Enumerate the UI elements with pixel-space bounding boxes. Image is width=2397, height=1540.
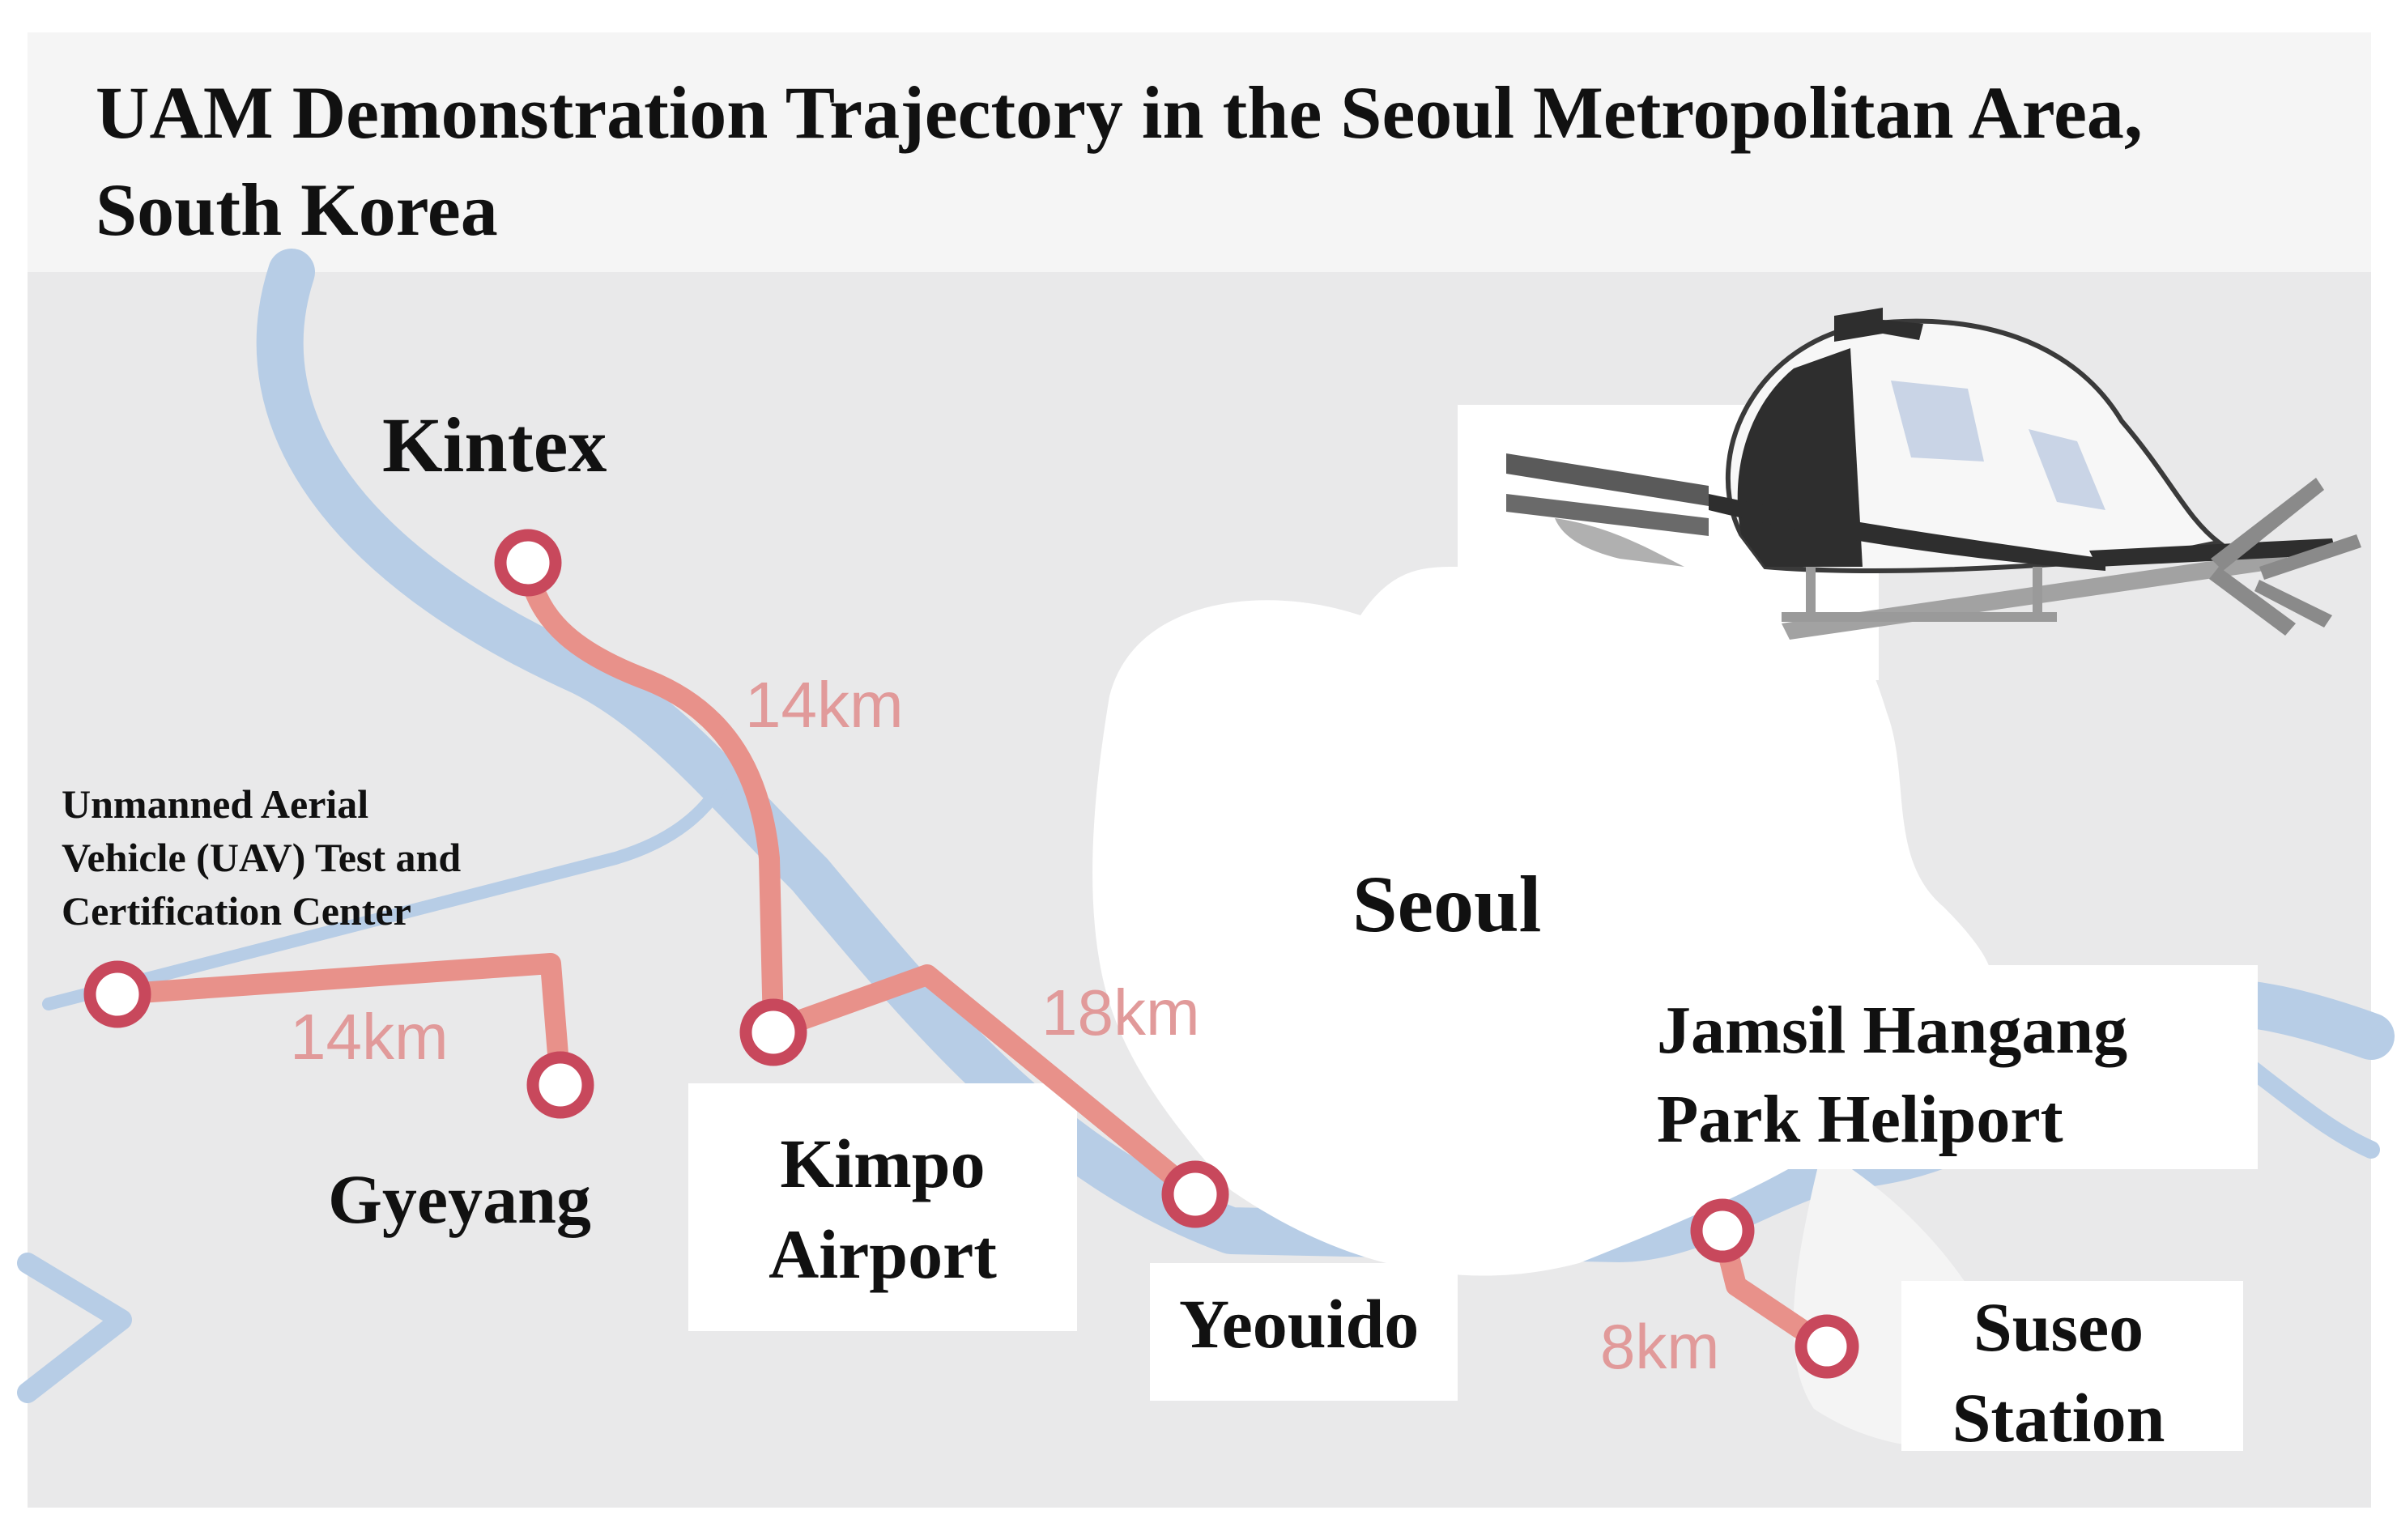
label-uav-center-line-3: Certification Center bbox=[62, 888, 411, 934]
tributary-left bbox=[42, 771, 735, 1010]
title-banner bbox=[28, 32, 2371, 272]
label-gyeyang: Gyeyang bbox=[328, 1160, 591, 1238]
label-boxes bbox=[688, 405, 2258, 1451]
label-jamsil-line-2: Park Heliport bbox=[1657, 1082, 2063, 1157]
node-kimpo bbox=[739, 998, 807, 1066]
routes bbox=[107, 552, 1837, 1357]
label-yeouido: Yeouido bbox=[1179, 1285, 1419, 1363]
label-kimpo-line-2: Airport bbox=[768, 1215, 997, 1293]
distance-kimpo-yeouido: 18km bbox=[1041, 976, 1200, 1049]
kimpo-label-box bbox=[688, 1083, 1077, 1331]
title-line-1: UAM Demonstration Trajectory in the Seou… bbox=[96, 71, 2143, 154]
distance-kintex-kimpo: 14km bbox=[745, 669, 904, 741]
node-yeouido bbox=[1161, 1160, 1229, 1228]
node-jamsil bbox=[1690, 1198, 1755, 1263]
route-kintex-kimpo bbox=[517, 552, 784, 1039]
distance-uav-gyeyang: 14km bbox=[290, 1001, 449, 1073]
label-suseo-line-2: Station bbox=[1952, 1379, 2165, 1457]
title-line-2: South Korea bbox=[96, 168, 498, 251]
label-uav-center-line-1: Unmanned Aerial bbox=[62, 781, 368, 827]
label-uav-center-line-2: Vehicle (UAV) Test and bbox=[62, 835, 461, 880]
evtol-aircraft-icon bbox=[1506, 308, 2361, 640]
jamsil-label-box bbox=[1642, 965, 2258, 1169]
node-suseo bbox=[1795, 1314, 1859, 1379]
label-kimpo-line-1: Kimpo bbox=[780, 1125, 985, 1202]
stream-lower-left bbox=[17, 1253, 132, 1403]
route-kimpo-yeouido bbox=[763, 964, 1206, 1205]
label-jamsil-line-1: Jamsil Hangang bbox=[1657, 993, 2127, 1068]
suseo-label-box bbox=[1901, 1281, 2243, 1451]
yeouido-label-box bbox=[1150, 1263, 1458, 1401]
node-kintex bbox=[494, 529, 562, 597]
route-nodes bbox=[83, 529, 1859, 1379]
node-uav-center bbox=[83, 960, 151, 1028]
route-uav-gyeyang bbox=[107, 953, 571, 1095]
label-suseo-line-1: Suseo bbox=[1973, 1288, 2144, 1366]
label-seoul: Seoul bbox=[1352, 859, 1541, 949]
distance-jamsil-suseo: 8km bbox=[1600, 1311, 1719, 1382]
node-gyeyang bbox=[526, 1051, 594, 1119]
label-kintex: Kintex bbox=[382, 402, 607, 488]
